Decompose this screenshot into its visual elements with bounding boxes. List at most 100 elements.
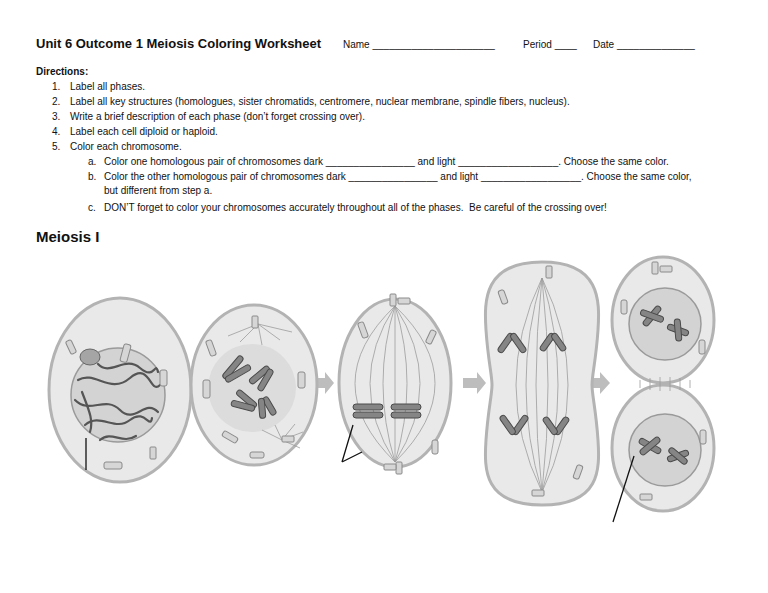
- chromosome-pair: [497, 332, 527, 353]
- direction-subitem: Color one homologous pair of chromosomes…: [104, 155, 669, 168]
- list-letter: b.: [88, 170, 96, 183]
- chromosome: [353, 412, 383, 418]
- chromosome-pair: [633, 429, 666, 462]
- worksheet-title: Unit 6 Outcome 1 Meiosis Coloring Worksh…: [36, 35, 321, 52]
- list-number: 2.: [52, 95, 60, 108]
- organelle: [699, 340, 705, 354]
- chromosome-pair: [664, 442, 692, 470]
- tetrad: [248, 364, 279, 394]
- organelle: [498, 289, 508, 304]
- chromatid: [668, 447, 689, 466]
- centriole: [396, 462, 402, 474]
- chromatid: [640, 309, 665, 323]
- chromatid: [674, 319, 682, 341]
- list-letter: a.: [88, 155, 96, 168]
- organelle: [160, 370, 167, 386]
- chromatid: [542, 416, 558, 436]
- organelle: [432, 440, 438, 454]
- centriole: [390, 294, 396, 306]
- organelle: [203, 380, 210, 398]
- organelle: [222, 430, 239, 443]
- tetrad: [251, 394, 277, 422]
- chromatid: [499, 414, 517, 435]
- direction-item: Label all phases.: [70, 80, 145, 93]
- organelle: [65, 339, 76, 354]
- list-number: 5.: [52, 140, 60, 153]
- direction-subitem: DON’T forget to color your chromosomes a…: [104, 201, 607, 214]
- tetrad: [391, 404, 421, 418]
- spindle-fiber: [640, 377, 690, 391]
- chromatin: [100, 436, 136, 440]
- nuclear-region: [208, 344, 296, 432]
- tetrad: [227, 389, 259, 420]
- period-field: Period ____: [523, 38, 577, 51]
- cell: [191, 305, 317, 465]
- chromatid: [551, 332, 567, 352]
- leader-line: [613, 456, 634, 522]
- chromosome: [231, 400, 256, 412]
- direction-item: Label all key structures (homologues, si…: [70, 95, 570, 108]
- chromosome-pair: [542, 416, 570, 436]
- cell: [49, 298, 191, 482]
- organelle: [205, 339, 216, 356]
- spindle-fiber: [262, 424, 303, 448]
- nucleus: [629, 288, 701, 360]
- organelle: [573, 464, 583, 479]
- chromatin: [82, 392, 91, 432]
- cell: [612, 257, 714, 383]
- list-letter: c.: [88, 201, 96, 214]
- chromosome: [391, 412, 421, 418]
- chromosome: [391, 404, 421, 410]
- spindle-fiber: [516, 278, 568, 492]
- centriole: [660, 266, 672, 272]
- cell: [339, 299, 451, 467]
- chromatin: [85, 416, 152, 425]
- nucleus: [71, 348, 165, 442]
- chromosome: [257, 368, 274, 392]
- nucleolus: [80, 349, 100, 365]
- nucleus: [629, 414, 701, 486]
- organelle: [621, 300, 627, 314]
- centriole: [546, 266, 552, 278]
- directions-heading: Directions:: [36, 65, 88, 78]
- direction-item: Label each cell diploid or haploid.: [70, 125, 218, 138]
- centriole: [282, 436, 294, 442]
- chromosome-pair: [539, 332, 567, 352]
- chromatin: [78, 373, 160, 387]
- centriole: [252, 316, 258, 328]
- date-field: Date ______________: [593, 38, 695, 51]
- direction-item: Write a brief description of each phase …: [70, 110, 365, 123]
- organelle: [298, 372, 305, 388]
- list-number: 1.: [52, 80, 60, 93]
- organelle: [357, 321, 368, 338]
- tetrad: [221, 355, 254, 389]
- spindle-fiber: [355, 306, 435, 462]
- leader-line: [342, 425, 362, 462]
- chromosome-pair: [664, 316, 692, 345]
- step-arrow: [463, 372, 486, 394]
- centriole: [532, 490, 544, 496]
- organelle: [104, 462, 122, 469]
- list-number: 3.: [52, 110, 60, 123]
- organelle: [120, 344, 131, 363]
- spindle-fiber: [228, 324, 292, 345]
- centriole: [398, 298, 410, 304]
- cell: [612, 385, 714, 511]
- direction-item: Color each chromosome.: [70, 140, 182, 153]
- direction-subitem: Color the other homologous pair of chrom…: [104, 170, 704, 198]
- chromatid: [639, 436, 661, 456]
- leader-line: [85, 438, 86, 470]
- centriole: [384, 464, 396, 470]
- chromosome: [224, 364, 251, 383]
- tetrad: [353, 404, 383, 418]
- organelle: [425, 329, 436, 344]
- organelle: [640, 494, 652, 500]
- organelle: [250, 452, 264, 458]
- list-number: 4.: [52, 125, 60, 138]
- chromatid: [510, 332, 528, 353]
- chromosome: [258, 398, 266, 418]
- organelle: [150, 447, 156, 459]
- name-field: Name ______________________: [343, 38, 495, 51]
- chromosome: [353, 404, 383, 410]
